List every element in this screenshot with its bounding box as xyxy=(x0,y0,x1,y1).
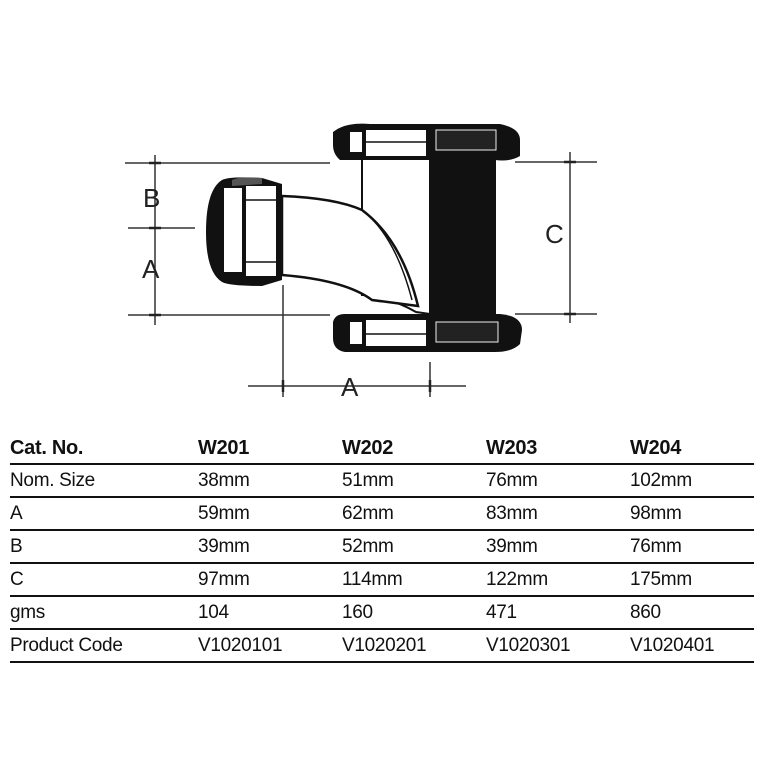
table-cell: V1020201 xyxy=(342,634,427,656)
table-cell: gms xyxy=(10,601,45,623)
table-cell: 98mm xyxy=(630,502,682,524)
table-cell: 860 xyxy=(630,601,661,623)
table-cell: Product Code xyxy=(10,634,123,656)
table-cell: 175mm xyxy=(630,568,692,590)
dimension-ticks xyxy=(149,160,576,392)
table-cell: 62mm xyxy=(342,502,394,524)
dimension-label-a-bottom: A xyxy=(341,372,359,402)
header-w204: W204 xyxy=(630,436,682,459)
table-cell: 160 xyxy=(342,601,373,623)
table-cell: C xyxy=(10,568,24,590)
table-row-product-code: Product Code V1020101 V1020201 V1020301 … xyxy=(10,629,754,662)
table-cell: 76mm xyxy=(486,469,538,491)
table-cell: 51mm xyxy=(342,469,394,491)
table-cell: 52mm xyxy=(342,535,394,557)
table-cell: 39mm xyxy=(198,535,250,557)
table-cell: 83mm xyxy=(486,502,538,524)
table-cell: 59mm xyxy=(198,502,250,524)
header-w201: W201 xyxy=(198,436,250,459)
table-cell: 122mm xyxy=(486,568,548,590)
table-cell: 97mm xyxy=(198,568,250,590)
dimension-label-b: B xyxy=(143,183,160,213)
table-cell: 104 xyxy=(198,601,229,623)
pipe-fitting-drawing xyxy=(206,123,522,352)
dimension-label-c: C xyxy=(545,219,564,249)
table-cell: 471 xyxy=(486,601,517,623)
fitting-dimension-diagram: B A C A xyxy=(125,123,597,402)
header-w202: W202 xyxy=(342,436,394,459)
table-row-nom-size: Nom. Size 38mm 51mm 76mm 102mm xyxy=(10,464,754,497)
dimension-label-a-left: A xyxy=(142,254,160,284)
table-cell: V1020401 xyxy=(630,634,715,656)
header-w203: W203 xyxy=(486,436,538,459)
table-row-b: B 39mm 52mm 39mm 76mm xyxy=(10,530,754,563)
table-cell: V1020101 xyxy=(198,634,283,656)
table-row-c: C 97mm 114mm 122mm 175mm xyxy=(10,563,754,596)
table-header-row: Cat. No. W201 W202 W203 W204 xyxy=(10,433,754,464)
table-cell: B xyxy=(10,535,23,557)
table-cell: V1020301 xyxy=(486,634,571,656)
table-cell: Nom. Size xyxy=(10,469,95,491)
table-row-a: A 59mm 62mm 83mm 98mm xyxy=(10,497,754,530)
specification-table: Cat. No. W201 W202 W203 W204 Nom. Size 3… xyxy=(10,433,754,663)
table-cell: A xyxy=(10,502,23,524)
header-cat-no: Cat. No. xyxy=(10,436,84,459)
table-cell: 114mm xyxy=(342,568,403,590)
table-cell: 102mm xyxy=(630,469,692,491)
table-row-gms: gms 104 160 471 860 xyxy=(10,596,754,629)
table-cell: 39mm xyxy=(486,535,538,557)
table-cell: 76mm xyxy=(630,535,682,557)
table-cell: 38mm xyxy=(198,469,250,491)
